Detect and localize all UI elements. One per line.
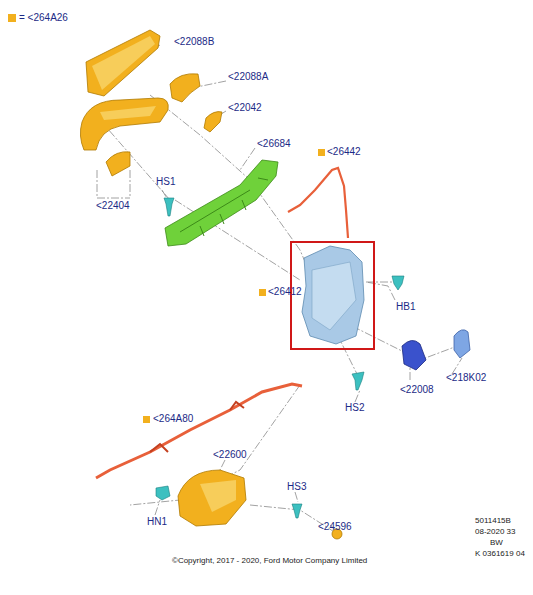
callout-number: HS2 bbox=[345, 402, 364, 414]
door-latch bbox=[302, 246, 364, 344]
legend-text: = <264A26 bbox=[19, 12, 68, 23]
callout-number: <26442 bbox=[327, 146, 361, 158]
callout-number: <218K02 bbox=[446, 372, 486, 384]
legend-marker bbox=[318, 149, 325, 156]
handle-face bbox=[100, 106, 156, 120]
callout-number: <22404 bbox=[96, 200, 130, 212]
bolt bbox=[392, 276, 404, 290]
callout-number: <26684 bbox=[257, 138, 291, 150]
callout-number: <26412 bbox=[268, 286, 302, 298]
callout-number: <24596 bbox=[318, 521, 352, 533]
drawing-note: 5011415B bbox=[475, 516, 511, 526]
callout-number: <22600 bbox=[213, 449, 247, 461]
outer-handle bbox=[80, 98, 168, 150]
highlight-frame bbox=[291, 242, 374, 349]
seal bbox=[454, 330, 470, 358]
callout-number: <22008 bbox=[400, 384, 434, 396]
handle-bracket bbox=[165, 160, 278, 246]
latch-cover bbox=[402, 340, 426, 370]
callout-number: <22042 bbox=[228, 102, 262, 114]
screw bbox=[164, 198, 174, 216]
screw bbox=[352, 372, 364, 390]
screw bbox=[292, 504, 302, 518]
legend-marker bbox=[259, 289, 266, 296]
release-cable bbox=[288, 168, 348, 238]
callout-number: HS3 bbox=[287, 481, 306, 493]
legend-swatch bbox=[8, 14, 16, 22]
lock-part bbox=[204, 112, 222, 132]
callout-number: <22088B bbox=[174, 36, 214, 48]
inner-handle bbox=[178, 470, 246, 526]
callout-number: HS1 bbox=[156, 176, 175, 188]
legend-entry: = <264A26 bbox=[8, 12, 68, 23]
drawing-note: 08-2020 33 bbox=[475, 527, 515, 537]
callout-number: <264A80 bbox=[153, 413, 193, 425]
handle-cover bbox=[86, 30, 160, 96]
nut bbox=[156, 486, 170, 500]
drawing-note: ©Copyright, 2017 - 2020, Ford Motor Comp… bbox=[172, 556, 367, 566]
callout-number: HB1 bbox=[396, 301, 415, 313]
callout-number: <22088A bbox=[228, 71, 268, 83]
handle-cap bbox=[170, 74, 200, 102]
inner-cable bbox=[96, 384, 302, 478]
drawing-note: BW bbox=[490, 538, 503, 548]
cover-face bbox=[92, 36, 155, 90]
callout-number: HN1 bbox=[147, 516, 167, 528]
legend-marker bbox=[143, 416, 150, 423]
drawing-note: K 0361619 04 bbox=[475, 549, 525, 559]
handle-gasket bbox=[106, 152, 130, 176]
